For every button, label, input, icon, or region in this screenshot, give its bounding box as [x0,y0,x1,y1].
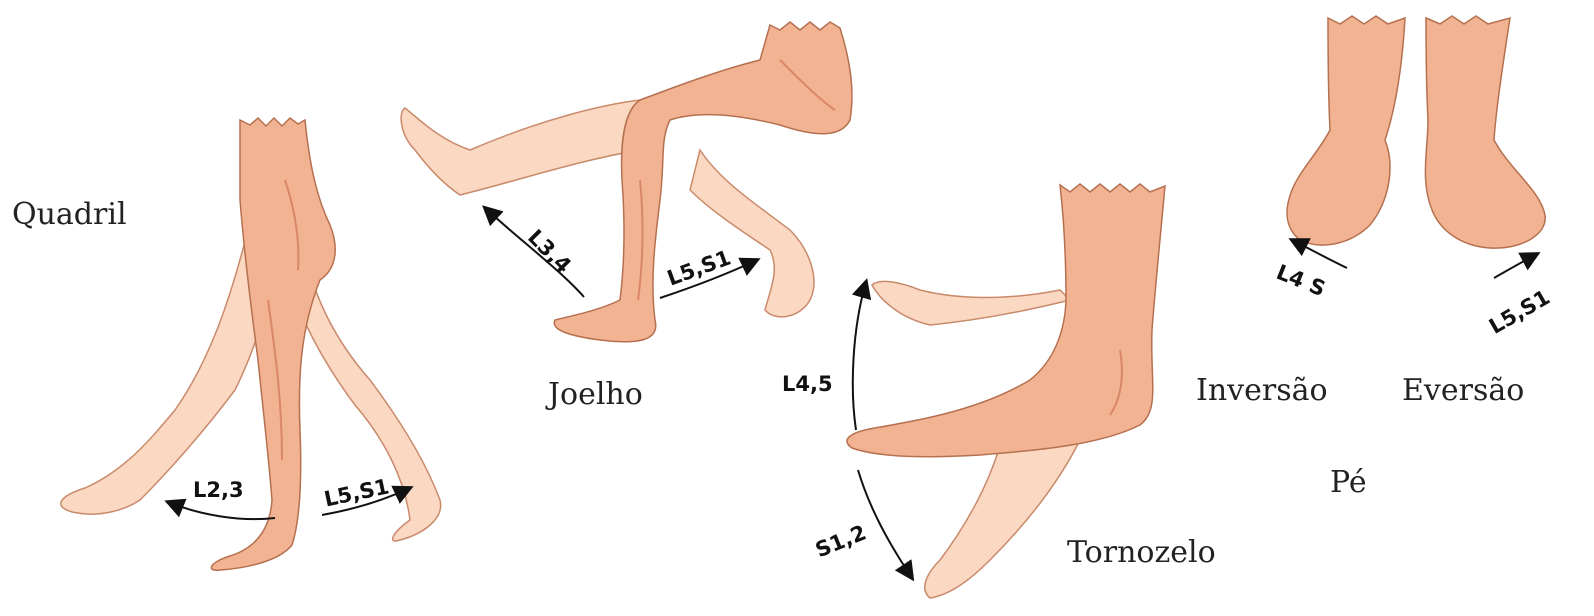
ankle-plantarflexed-foot [925,440,1080,598]
hip-figure [61,118,441,570]
foot-eversion-leg [1425,16,1545,248]
ankle-label: Tornozelo [1067,535,1216,570]
ankle-plantarflexion-arrow [858,470,912,578]
foot-figure [1287,16,1545,248]
knee-flexed-leg [690,150,814,317]
knee-label: Joelho [548,377,643,412]
ankle-dorsiflexed-foot [872,281,1070,325]
ankle-main-leg [847,184,1165,457]
hip-flexion-arrow [168,502,275,519]
hip-flexion-root: L2,3 [193,478,244,502]
foot-inversion-leg [1287,16,1405,245]
ankle-dorsiflexion-arrow [853,282,866,430]
foot-eversion-label: Eversão [1402,373,1524,408]
foot-eversion-arrow [1494,254,1537,278]
foot-label: Pé [1330,465,1367,500]
hip-label: Quadril [12,197,127,232]
knee-figure [401,22,852,342]
ankle-dorsiflexion-root: L4,5 [782,372,833,396]
knee-extended-leg [401,100,640,195]
foot-inversion-label: Inversão [1196,373,1328,408]
